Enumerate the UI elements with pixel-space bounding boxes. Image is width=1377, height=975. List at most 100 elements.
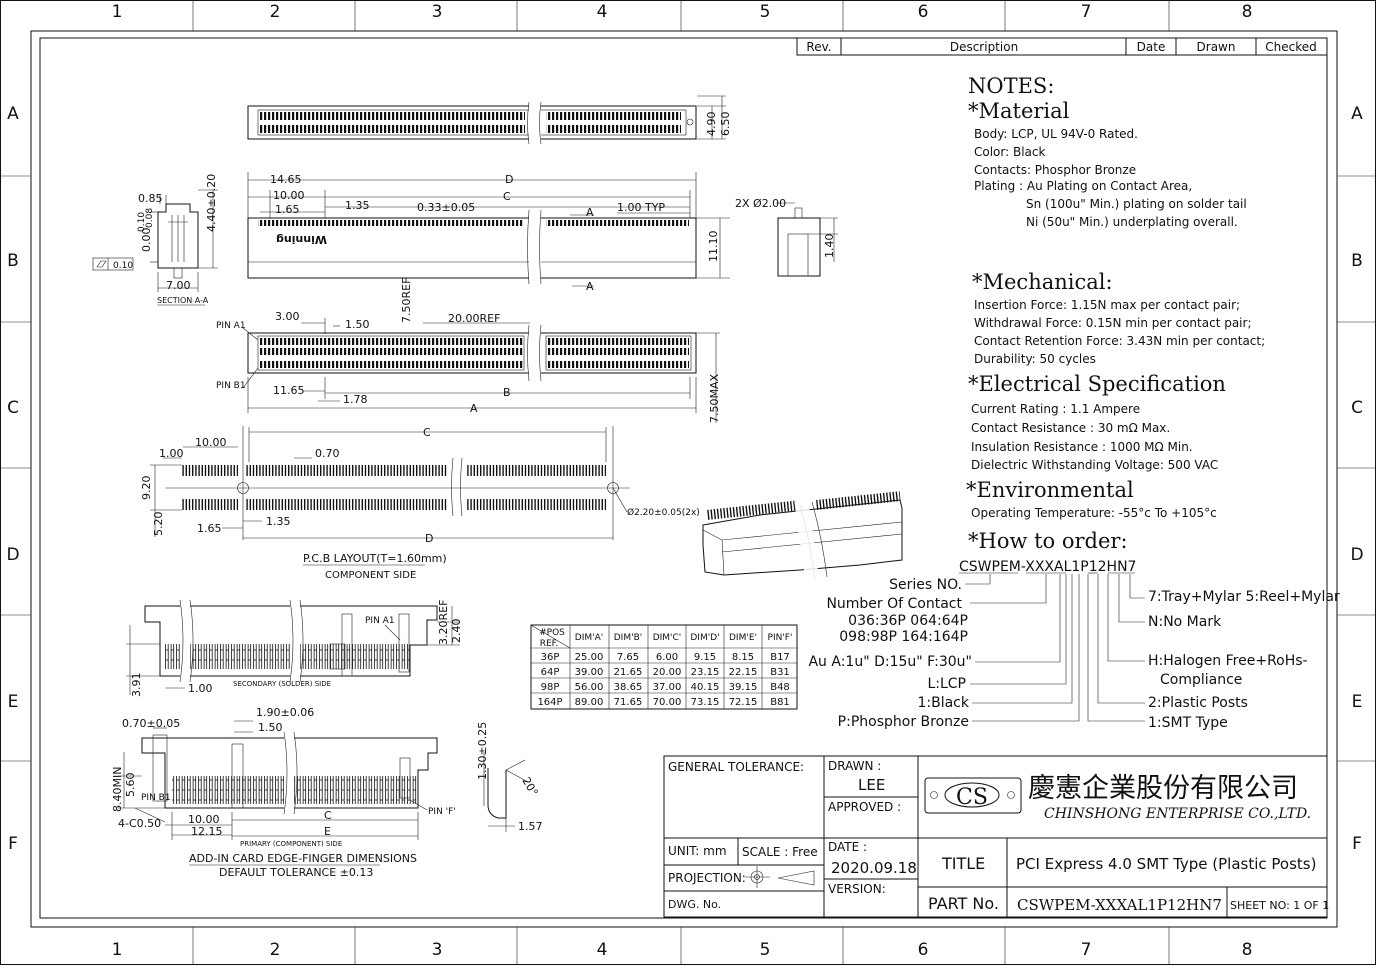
material-heading: *Material: [968, 99, 1070, 123]
rev-header: Rev.: [806, 40, 831, 54]
dim-label: Ø2.20±0.05(2x): [627, 507, 700, 518]
col-label: 4: [597, 940, 608, 960]
view-subtitle: SECONDARY (SOLDER) SIDE: [233, 680, 331, 688]
company-logo: CS: [924, 777, 1022, 814]
title-value: PCI Express 4.0 SMT Type (Plastic Posts): [1016, 855, 1316, 873]
dim-label: 11.10: [707, 231, 720, 263]
dim-label: 20°: [519, 775, 540, 798]
notes: NOTES: *Material Body: LCP, UL 94V-0 Rat…: [966, 74, 1265, 553]
electrical-heading: *Electrical Specification: [968, 372, 1226, 396]
table-cell: 37.00: [653, 682, 682, 693]
table-cell: 25.00: [575, 652, 604, 663]
card-secondary-side: PIN A1 3.20REF 2.40 3.91 1.00 SECONDARY …: [126, 600, 463, 697]
dim-label: D: [505, 173, 513, 186]
dwg-label: DWG. No.: [668, 898, 721, 911]
order-code: CSWPEM-XXXAL1P12HN7: [959, 559, 1136, 575]
view-title: ADD-IN CARD EDGE-FINGER DIMENSIONS: [189, 852, 417, 865]
bottom-view: PIN A1 PIN B1 3.00 1.50 7.50REF 20.00REF…: [216, 278, 721, 423]
dim-label: 2.40: [450, 619, 463, 644]
view-title: P.C.B LAYOUT(T=1.60mm): [303, 552, 447, 565]
col-label: 8: [1242, 940, 1253, 960]
table-cell: 36P: [541, 652, 560, 663]
approved-label: APPROVED :: [828, 800, 901, 814]
pcb-layout: 1.00 10.00 0.70 C 9.20 5.20 1.65 1.35 D …: [140, 426, 700, 581]
note-line: Insertion Force: 1.15N max per contact p…: [974, 298, 1240, 312]
date-header: Date: [1137, 40, 1166, 54]
dim-label: 1.35: [345, 199, 370, 212]
table-cell: 56.00: [575, 682, 604, 693]
pin-detail: 1.30±0.25 20° 1.57: [476, 722, 543, 833]
order-option: 098:98P 164:164P: [839, 629, 968, 645]
card-primary-side: 0.70±0.05 1.90±0.06 1.50 8.40MIN 5.60 PI…: [111, 706, 456, 879]
row-label: C: [1351, 398, 1363, 418]
dim-label: 3.00: [275, 310, 300, 323]
order-option: 036:36P 064:64P: [848, 613, 968, 629]
row-label: C: [7, 398, 19, 418]
tolerance-label: GENERAL TOLERANCE:: [668, 760, 804, 774]
dim-label: 8.40MIN: [111, 767, 124, 812]
table-cell: 21.65: [614, 667, 643, 678]
note-line: Dielectric Withstanding Voltage: 500 VAC: [971, 458, 1218, 472]
dim-label: 7.00: [166, 279, 191, 292]
dim-label: 1.65: [197, 522, 222, 535]
dim-label: 5.60: [124, 773, 137, 798]
note-line: Ni (50u" Min.) underplating overall.: [1026, 215, 1238, 229]
scale-label: SCALE : Free: [742, 845, 818, 859]
dim-label: 1.50: [345, 318, 370, 331]
version-label: VERSION:: [828, 882, 886, 896]
dim-label: 1.00: [188, 682, 213, 695]
row-label: A: [7, 104, 19, 124]
col-label: 2: [270, 2, 281, 22]
row-label: F: [8, 834, 18, 854]
checked-header: Checked: [1265, 40, 1317, 54]
top-view: 4.90 6.50: [247, 95, 732, 145]
pin-label: PIN B1: [216, 381, 246, 391]
row-label: B: [1351, 251, 1363, 271]
part-label: PART No.: [928, 894, 999, 913]
dim-label: C: [503, 190, 511, 203]
dim-label: 4-C0.50: [118, 817, 161, 830]
company-name-cn: 慶憲企業股份有限公司: [1028, 773, 1298, 804]
row-labels: A B C D E F A B C D E F: [6, 104, 1363, 854]
dim-label: E: [324, 825, 331, 838]
note-line: Current Rating : 1.1 Ampere: [971, 402, 1140, 416]
dim-label: 9.20: [140, 476, 153, 501]
title-block: GENERAL TOLERANCE: DRAWN : LEE APPROVED …: [663, 755, 1329, 918]
note-line: Sn (100u" Min.) plating on solder tail: [1026, 197, 1247, 211]
note-line: Contact Retention Force: 3.43N min per c…: [974, 334, 1265, 348]
dim-label: 1.65: [275, 203, 300, 216]
col-label: 5: [760, 2, 771, 22]
table-header: REF.: [540, 639, 559, 649]
inner-frame: [30, 30, 1338, 928]
table-header: DIM'A': [575, 633, 603, 643]
view-subtitle: PRIMARY (COMPONENT) SIDE: [240, 840, 342, 848]
table-header: DIM'D': [690, 633, 719, 643]
note-line: Withdrawal Force: 0.15N min per contact …: [974, 316, 1252, 330]
table-cell: 40.15: [691, 682, 720, 693]
table-cell: B48: [770, 682, 790, 693]
part-value: CSWPEM-XXXAL1P12HN7: [1017, 896, 1222, 914]
dim-label: 7.50MAX: [708, 373, 721, 423]
order-option: 2:Plastic Posts: [1148, 695, 1248, 711]
row-label: E: [8, 692, 19, 712]
note-line: Insulation Resistance : 1000 MΩ Min.: [971, 440, 1193, 454]
dim-label: 1.78: [343, 393, 368, 406]
dim-label: 0.00: [140, 228, 153, 253]
table-cell: 38.65: [614, 682, 643, 693]
dim-label: 0.10: [113, 261, 133, 271]
pin-label: PIN B1: [141, 793, 171, 803]
row-label: B: [7, 251, 19, 271]
drawing-frame: [39, 37, 1328, 919]
environmental-heading: *Environmental: [966, 478, 1134, 502]
mechanical-heading: *Mechanical:: [972, 270, 1113, 294]
date-value: 2020.09.18: [831, 859, 917, 877]
dim-label: 1.90±0.06: [256, 706, 314, 719]
dim-label: 1.00: [159, 447, 184, 460]
table-cell: 9.15: [694, 652, 716, 663]
dim-label: C: [423, 426, 431, 439]
order-option: H:Halogen Free+RoHs-: [1148, 653, 1308, 669]
title-label: TITLE: [941, 854, 985, 873]
dim-label: 4.90: [705, 112, 718, 137]
col-label: 1: [112, 940, 123, 960]
dim-label: 12.15: [191, 825, 223, 838]
